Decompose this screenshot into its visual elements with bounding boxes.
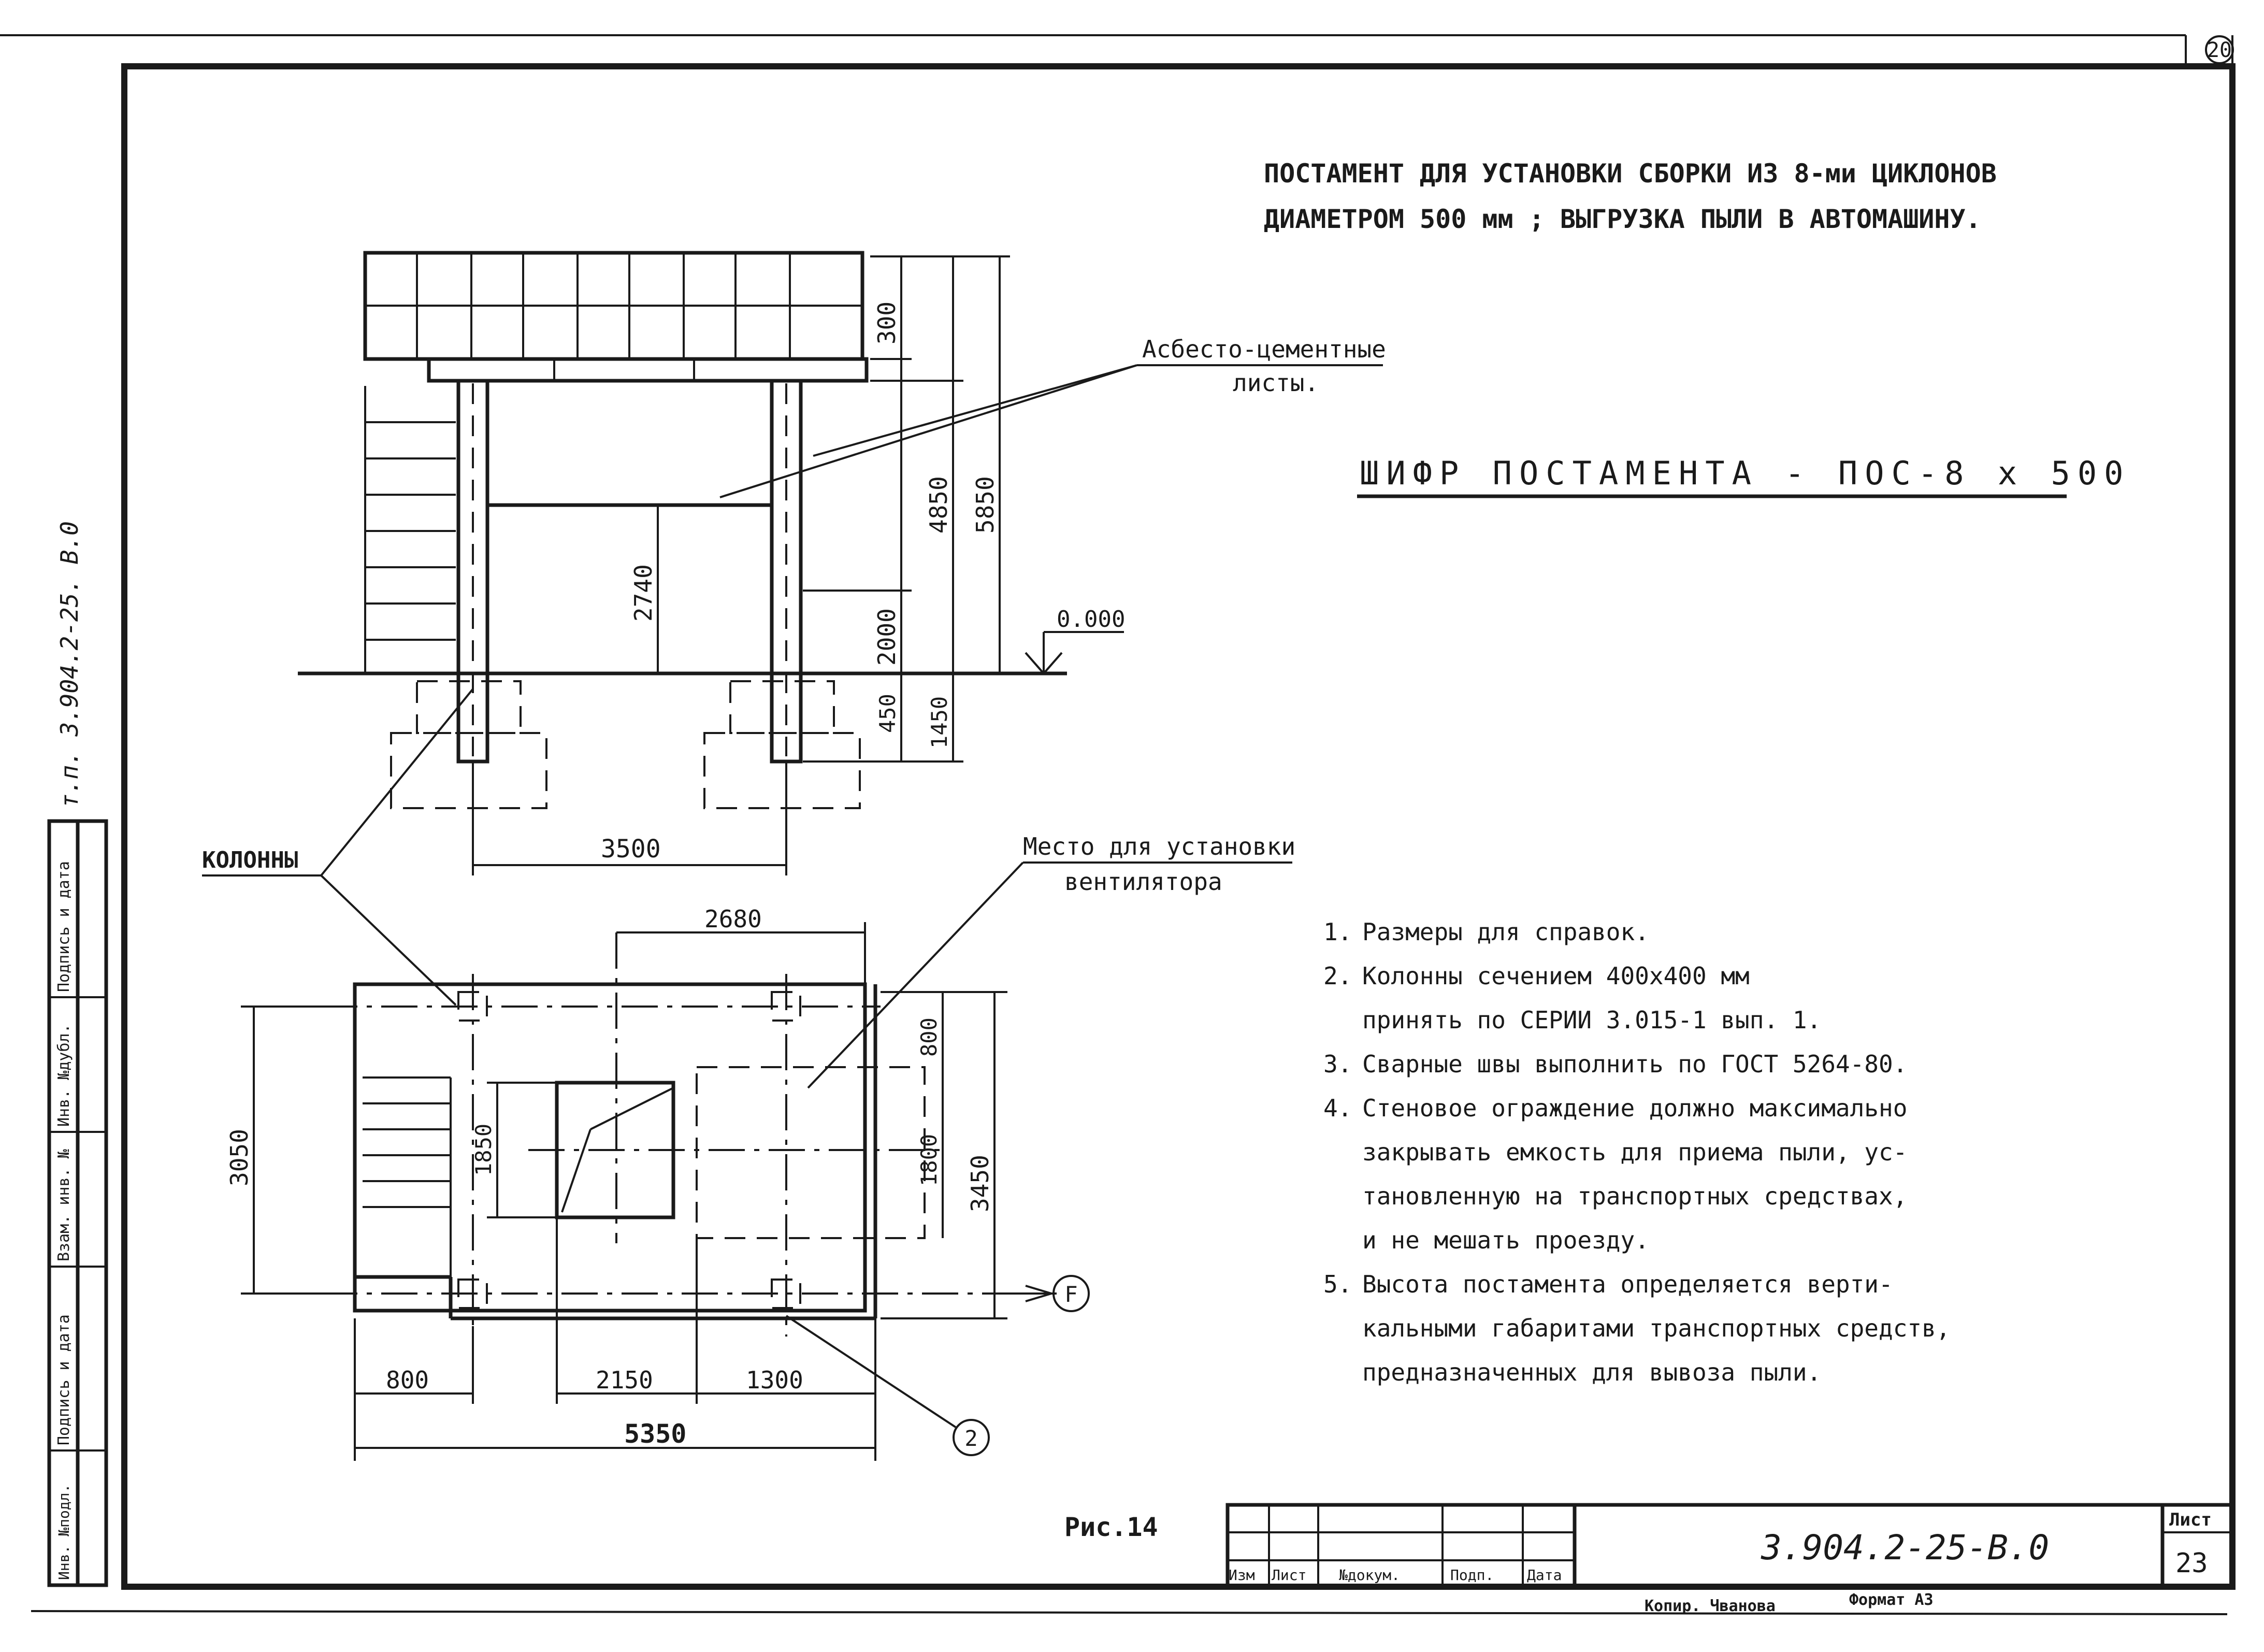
dim-2150: 2150 [596,1366,653,1394]
dim-1850: 1850 [471,1124,496,1176]
title-line-1: ПОСТАМЕНТ ДЛЯ УСТАНОВКИ СБОРКИ ИЗ 8-ми Ц… [1264,159,1997,189]
dim-2740: 2740 [629,564,657,622]
dim-5850: 5850 [971,476,999,534]
dim-800-vertical: 800 [916,1017,942,1057]
fan-label-1: Место для установки [1023,832,1295,860]
axis-2-label: 2 [964,1426,977,1451]
dim-300: 300 [873,301,901,344]
figure-label: Рис.14 [1064,1512,1158,1542]
format-label: Формат А3 [1849,1591,1934,1609]
stamp-inv-dup: Инв. №дубл. [55,1024,73,1127]
col-change: Изм [1229,1567,1255,1584]
svg-text:20: 20 [2207,38,2232,62]
note-4-line-1: Стеновое ограждение должно максимально [1362,1094,1907,1122]
axis-f-label: F [1064,1282,1077,1307]
dim-4850: 4850 [925,476,953,534]
elevation-view [298,251,1124,875]
notes: 1. Размеры для справок. 2. Колонны сечен… [1323,918,1950,1386]
vertical-doc-code: т.п. 3.904.2-25. В.0 [55,521,83,808]
note-5-num: 5. [1323,1270,1352,1298]
stamp-signature-2: Подпись и дата [55,1314,73,1445]
dim-800-horizontal: 800 [386,1366,429,1394]
dim-450: 450 [875,694,900,733]
columns-label: КОЛОННЫ [202,847,298,873]
note-3-num: 3. [1323,1050,1352,1078]
note-4-line-4: и не мешать проезду. [1362,1226,1649,1254]
sheet-label: Лист [2169,1510,2212,1530]
sheet-frame [0,34,2236,1615]
col-signature: Подп. [1450,1567,1494,1584]
note-5-line-2: кальными габаритами транспортных средств… [1362,1314,1950,1342]
note-3-line-1: Сварные швы выполнить по ГОСТ 5264-80. [1362,1050,1907,1078]
note-2-line-1: Колонны сечением 400x400 мм [1362,962,1750,990]
plan-view [241,922,1057,1461]
note-1-num: 1. [1323,918,1352,946]
dim-5350: 5350 [624,1419,686,1449]
side-stamp: Подпись и дата Инв. №дубл. Взам. инв. № … [47,819,108,1587]
title-line-2: ДИАМЕТРОМ 500 мм ; ВЫГРУЗКА ПЫЛИ В АВТОМ… [1264,204,1981,234]
note-5-line-1: Высота постамента определяется верти- [1362,1270,1893,1298]
dim-2000: 2000 [873,608,901,666]
note-2-line-2: принять по СЕРИИ 3.015-1 вып. 1. [1362,1006,1821,1034]
col-date: Дата [1527,1567,1562,1584]
note-2-num: 2. [1323,962,1352,990]
note-5-line-3: предназначенных для вывоза пыли. [1362,1358,1821,1386]
axis-f-marker [1052,1275,1090,1312]
col-sheet: Лист [1272,1567,1306,1584]
note-1-line-1: Размеры для справок. [1362,918,1649,946]
dim-1800: 1800 [916,1134,942,1186]
dim-2680: 2680 [704,905,762,933]
note-4-line-3: тановленную на транспортных средствах, [1362,1182,1907,1210]
dim-1300: 1300 [746,1366,803,1394]
note-4-num: 4. [1323,1094,1352,1122]
axis-2-marker [953,1419,990,1456]
postament-code: ШИФР ПОСТАМЕНТА - ПОС-8 x 500 [1360,454,2131,492]
corner-number: 20 [2205,35,2234,64]
doc-code: 3.904.2-25-В.0 [1761,1528,2049,1568]
dim-1450: 1450 [927,696,952,749]
stamp-inv-orig: Инв. №подл. [55,1484,73,1580]
dim-3500: 3500 [601,835,661,864]
copied-by: Копир. Чванова [1645,1597,1776,1615]
stamp-signature-1: Подпись и дата [55,861,73,992]
title-block: Изм Лист №докум. Подп. Дата 3.904.2-25-В… [1225,1503,2234,1589]
asbestos-label-1: Асбесто-цементные [1142,335,1386,363]
dim-3050: 3050 [225,1129,253,1186]
asbestos-label-2: листы. [1233,369,1319,397]
dim-3450: 3450 [966,1155,994,1212]
note-4-line-2: закрывать емкость для приема пыли, ус- [1362,1138,1907,1166]
fan-label-2: вентилятора [1064,868,1222,896]
stamp-replace-inv: Взам. инв. № [55,1149,73,1261]
level-mark: 0.000 [1057,606,1125,633]
sheet-number: 23 [2175,1548,2208,1579]
col-doc-num: №докум. [1339,1567,1400,1584]
